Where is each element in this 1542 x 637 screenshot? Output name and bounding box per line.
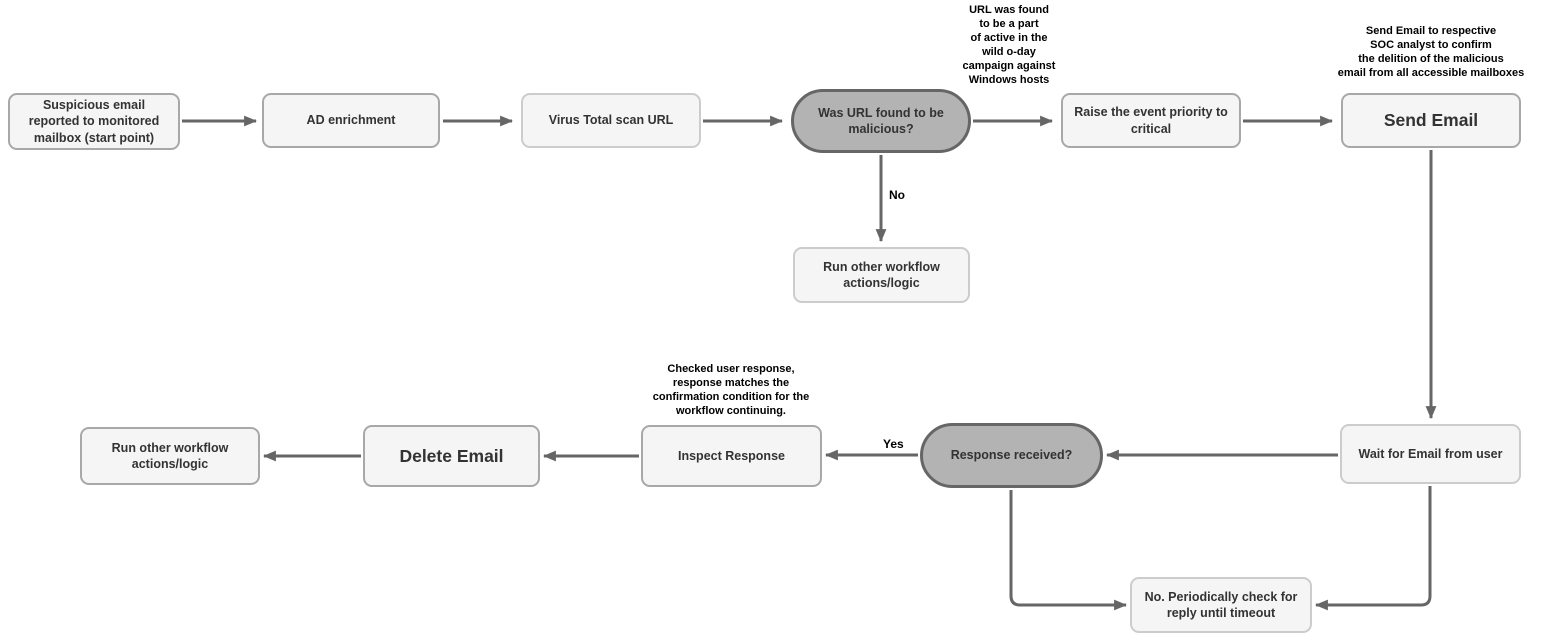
node-virus-total-scan[interactable]: Virus Total scan URL xyxy=(521,93,701,148)
node-ad-enrichment-label: AD enrichment xyxy=(306,113,396,128)
node-wait-for-email[interactable]: Wait for Email from user xyxy=(1340,424,1521,484)
node-inspect-response[interactable]: Inspect Response xyxy=(641,425,822,487)
connector-response-no-branch xyxy=(1009,490,1128,611)
node-wait-for-email-label: Wait for Email from user xyxy=(1358,446,1503,461)
node-start[interactable]: Suspicious email reported to monitored m… xyxy=(8,93,180,150)
node-periodic-check-label: No. Periodically check for reply until t… xyxy=(1144,589,1298,620)
edge-label-yes: Yes xyxy=(883,437,904,451)
node-send-email-label: Send Email xyxy=(1383,110,1479,131)
node-start-label: Suspicious email reported to monitored m… xyxy=(28,98,160,145)
annotation-inspect-response-note: Checked user response, response matches … xyxy=(652,363,810,417)
annotation-zero-day-campaign: URL was found to be a part of active in … xyxy=(962,4,1056,86)
node-inspect-response-label: Inspect Response xyxy=(678,448,785,463)
node-send-email[interactable]: Send Email xyxy=(1341,93,1521,148)
node-run-other-workflow-bottom-label: Run other workflow actions/logic xyxy=(111,440,229,471)
node-virus-total-scan-label: Virus Total scan URL xyxy=(548,113,674,128)
node-run-other-workflow-top-label: Run other workflow actions/logic xyxy=(823,259,940,290)
edge-label-no: No xyxy=(889,188,905,202)
node-url-malicious-decision-label: Was URL found to be malicious? xyxy=(818,105,944,136)
node-url-malicious-decision[interactable]: Was URL found to be malicious? xyxy=(791,89,971,153)
node-periodic-check[interactable]: No. Periodically check for reply until t… xyxy=(1130,577,1312,633)
node-run-other-workflow-top[interactable]: Run other workflow actions/logic xyxy=(793,247,970,303)
node-delete-email-label: Delete Email xyxy=(399,445,504,466)
node-raise-priority[interactable]: Raise the event priority to critical xyxy=(1061,93,1241,148)
node-response-received-decision[interactable]: Response received? xyxy=(920,423,1103,488)
node-response-received-decision-label: Response received? xyxy=(950,448,1073,463)
node-run-other-workflow-bottom[interactable]: Run other workflow actions/logic xyxy=(80,427,260,485)
annotation-send-email-note: Send Email to respective SOC analyst to … xyxy=(1337,25,1525,79)
node-raise-priority-label: Raise the event priority to critical xyxy=(1074,105,1228,136)
node-delete-email[interactable]: Delete Email xyxy=(363,425,540,487)
connector-wait-to-periodic xyxy=(1314,486,1432,611)
node-ad-enrichment[interactable]: AD enrichment xyxy=(262,93,440,148)
